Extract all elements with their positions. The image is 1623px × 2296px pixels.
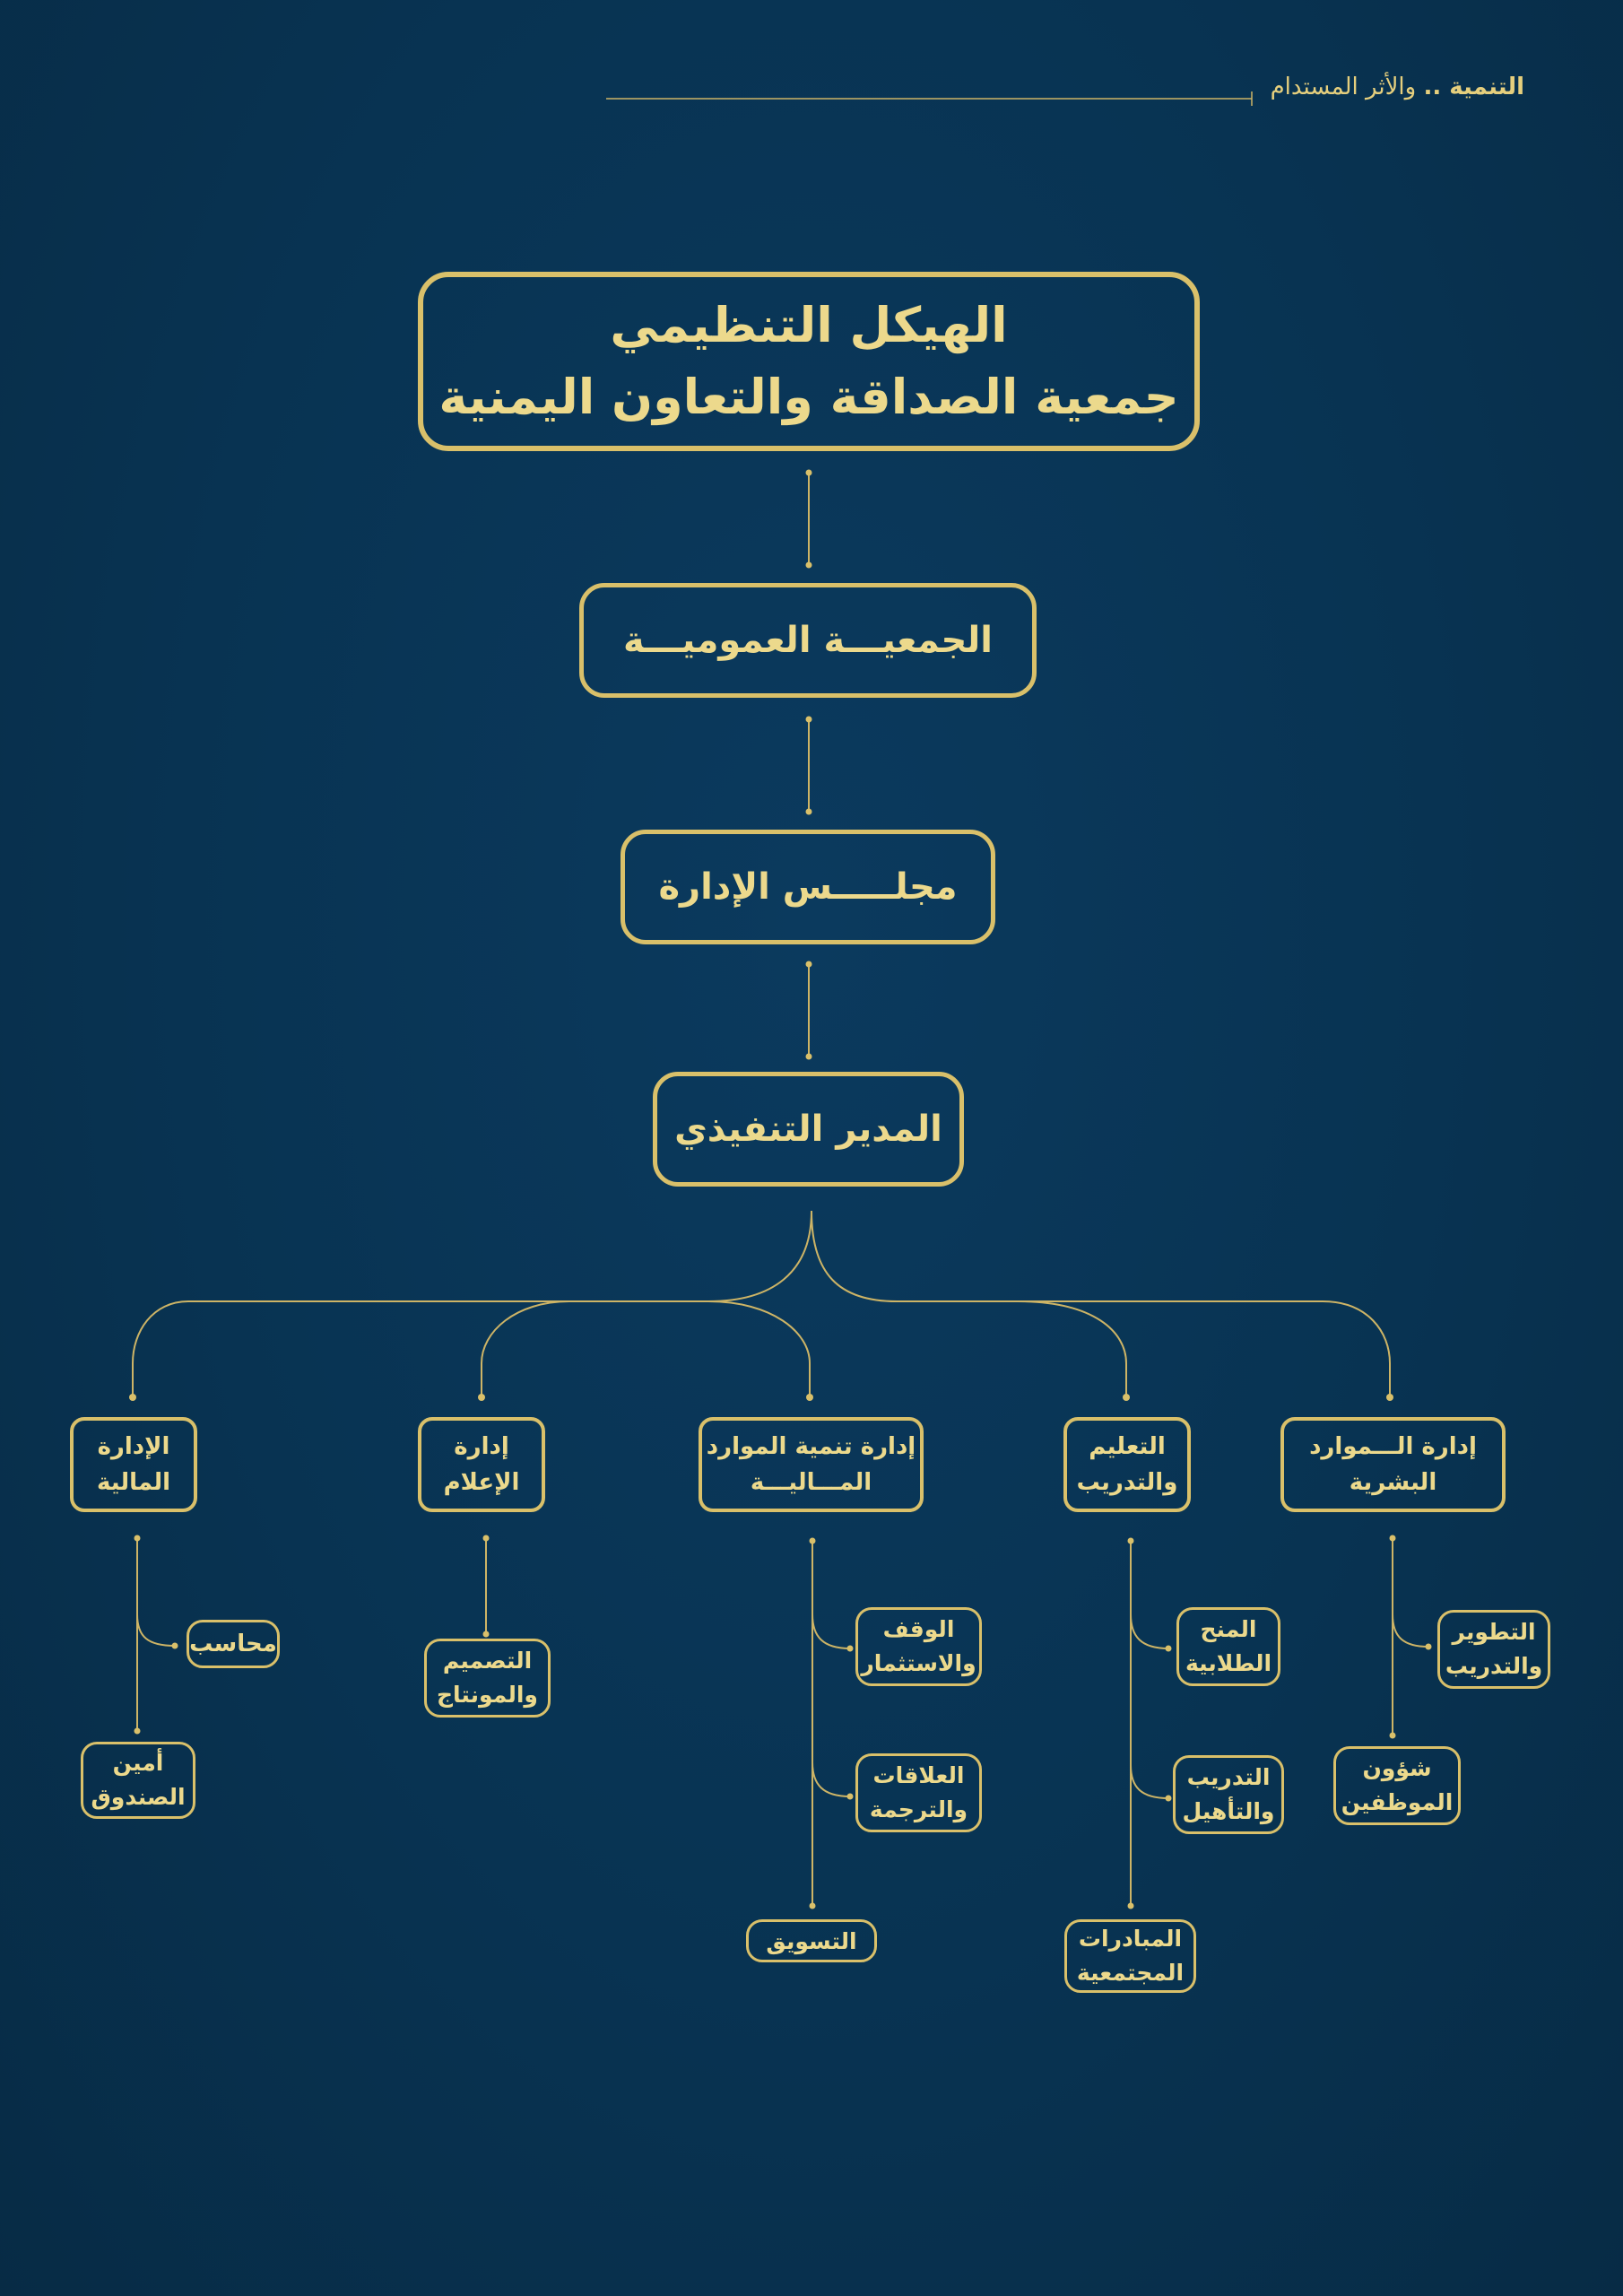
dept-education-box: التعليم والتدريب xyxy=(1063,1417,1191,1512)
board-box: مجلـــــس الإدارة xyxy=(621,830,995,944)
unit-treasurer-label-1: أمين xyxy=(112,1750,164,1776)
unit-accountant-label: محاسب xyxy=(189,1631,277,1657)
unit-development-box: التطوير والتدريب xyxy=(1437,1610,1550,1689)
dept-hr-label-1: إدارة الـــموارد xyxy=(1309,1433,1477,1460)
unit-marketing-box: التسويق xyxy=(746,1919,877,1962)
unit-initiatives-label-1: المبادرات xyxy=(1078,1926,1183,1952)
general-assembly-label: الجمعيـــة العموميـــة xyxy=(622,620,994,661)
board-label: مجلـــــس الإدارة xyxy=(658,866,958,908)
dept-media-label-2: الإعلام xyxy=(443,1469,520,1496)
chart-title: الهيكل التنظيمي xyxy=(610,297,1008,353)
dept-resource-dev-label-2: المـــاليـــة xyxy=(750,1469,872,1496)
unit-design-label-1: التصميم xyxy=(442,1648,533,1674)
unit-scholarships-label-1: المنح xyxy=(1200,1616,1257,1642)
dept-hr-label-2: البشرية xyxy=(1349,1469,1437,1496)
unit-waqf-label-1: الوقف xyxy=(882,1616,955,1642)
unit-accountant-box: محاسب xyxy=(187,1620,280,1668)
unit-training-label-1: التدريب xyxy=(1186,1764,1271,1790)
unit-scholarships-box: المنح الطلابية xyxy=(1176,1607,1280,1686)
branch-left xyxy=(132,1210,812,1397)
unit-staff-affairs-label-1: شؤون xyxy=(1362,1755,1432,1781)
dept-education-label-1: التعليم xyxy=(1089,1433,1166,1460)
unit-development-label-2: والتدريب xyxy=(1445,1653,1543,1679)
unit-training-label-2: والتأهيل xyxy=(1182,1798,1275,1824)
unit-relations-label-1: العلاقات xyxy=(872,1762,965,1788)
header-tagline: التنمية .. والأثر المستدام xyxy=(1255,74,1524,100)
executive-director-box: المدير التنفيذي xyxy=(653,1072,964,1187)
unit-relations-box: العلاقات والترجمة xyxy=(855,1753,982,1832)
dept-finance-label-2: المالية xyxy=(97,1469,171,1496)
general-assembly-box: الجمعيـــة العموميـــة xyxy=(579,583,1037,698)
organization-name: جمعية الصداقة والتعاون اليمنية xyxy=(438,369,1179,425)
unit-initiatives-box: المبادرات المجتمعية xyxy=(1064,1919,1196,1993)
unit-training-box: التدريب والتأهيل xyxy=(1173,1755,1284,1834)
dept-hr-box: إدارة الـــموارد البشرية xyxy=(1280,1417,1506,1512)
dept-media-box: إدارة الإعلام xyxy=(418,1417,545,1512)
chart-title-box: الهيكل التنظيمي جمعية الصداقة والتعاون ا… xyxy=(418,272,1200,451)
unit-scholarships-label-2: الطلابية xyxy=(1185,1650,1272,1676)
dept-education-label-2: والتدريب xyxy=(1076,1469,1178,1496)
unit-design-box: التصميم والمونتاج xyxy=(424,1639,551,1718)
branch-right xyxy=(811,1210,1391,1397)
dept-finance-box: الإدارة المالية xyxy=(70,1417,197,1512)
unit-waqf-label-2: والاستثمار xyxy=(861,1650,976,1676)
unit-marketing-label: التسويق xyxy=(766,1927,857,1954)
dept-finance-label-1: الإدارة xyxy=(97,1433,170,1460)
unit-development-label-1: التطوير xyxy=(1452,1619,1536,1645)
dept-resource-dev-box: إدارة تنمية الموارد المـــاليـــة xyxy=(699,1417,924,1512)
unit-treasurer-label-2: الصندوق xyxy=(91,1784,186,1810)
unit-staff-affairs-box: شؤون الموظفين xyxy=(1333,1746,1461,1825)
executive-director-label: المدير التنفيذي xyxy=(674,1109,942,1150)
unit-design-label-2: والمونتاج xyxy=(437,1682,538,1708)
unit-waqf-box: الوقف والاستثمار xyxy=(855,1607,982,1686)
unit-initiatives-label-2: المجتمعية xyxy=(1076,1960,1185,1986)
unit-staff-affairs-label-2: الموظفين xyxy=(1341,1789,1454,1815)
dept-media-label-1: إدارة xyxy=(454,1433,509,1460)
unit-relations-label-2: والترجمة xyxy=(869,1796,968,1822)
header-tagline-light: والأثر المستدام xyxy=(1270,74,1417,100)
unit-treasurer-box: أمين الصندوق xyxy=(81,1742,195,1819)
header-tagline-bold: التنمية .. xyxy=(1423,74,1524,100)
dept-resource-dev-label-1: إدارة تنمية الموارد xyxy=(706,1433,916,1460)
